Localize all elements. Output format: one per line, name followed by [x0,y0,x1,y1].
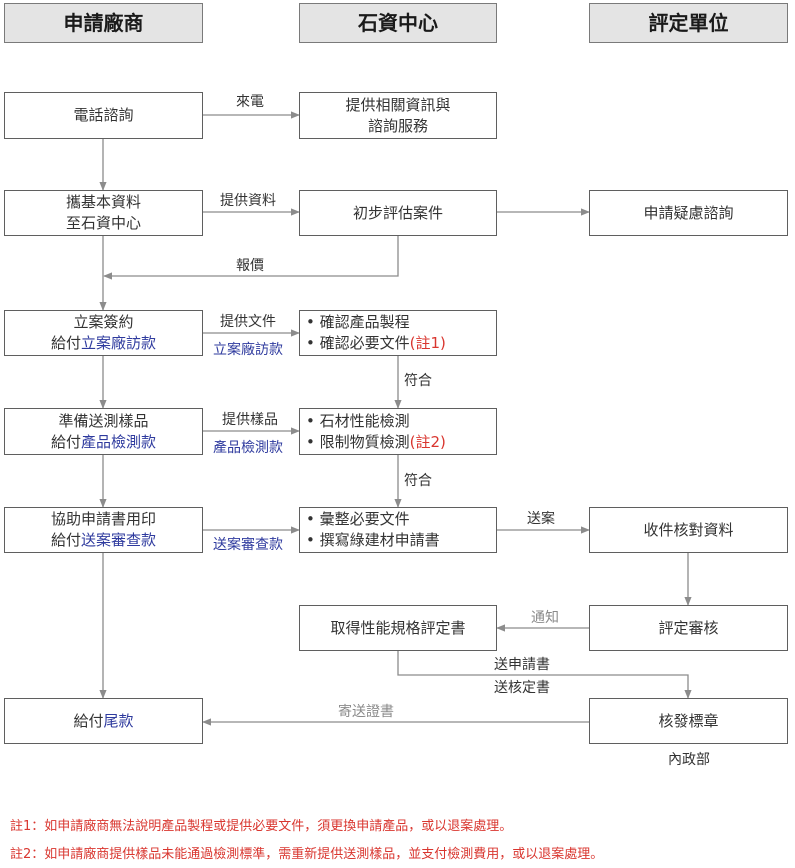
node-compile-docs: • 彙整必要文件 • 撰寫綠建材申請書 [299,507,497,553]
label-conform-1: 符合 [404,373,432,389]
header-center: 石資中心 [299,3,497,43]
label-conform-2: 符合 [404,473,432,489]
label-fee-test: 產品檢測款 [213,440,283,456]
node-receive-check: 收件核對資料 [589,507,788,553]
arrow-quote [103,236,399,280]
label-send-application: 送申請書 [494,657,550,673]
label-fee-review: 送案審查款 [213,537,283,553]
label-call-in: 來電 [236,94,264,110]
label-moi: 內政部 [668,752,710,768]
footnote-2: 註2：如申請廠商提供樣品未能通過檢測標準，需重新提供送測樣品，並支付檢測費用，或… [10,847,604,862]
node-assist-stamp: 協助申請書用印 給付送案審查款 [4,507,203,553]
node-initial-assess: 初步評估案件 [299,190,497,236]
node-sign-contract: 立案簽約 給付立案廠訪款 [4,310,203,356]
label-provide-data: 提供資料 [220,193,276,209]
header-applicant: 申請廠商 [4,3,203,43]
label-mail-cert: 寄送證書 [338,704,394,720]
node-issue-label: 核發標章 [589,698,788,744]
node-review: 評定審核 [589,605,788,651]
label-notify: 通知 [531,610,559,626]
node-apply-consult: 申請疑慮諮詢 [589,190,788,236]
node-prepare-sample: 準備送測樣品 給付產品檢測款 [4,408,203,455]
footnote-1: 註1：如申請廠商無法說明產品製程或提供必要文件，須更換申請產品，或以退案處理。 [10,819,513,834]
arrow-send-documents [397,651,692,699]
label-fee-visit: 立案廠訪款 [213,342,283,358]
node-testing: • 石材性能檢測 • 限制物質檢測(註2) [299,408,497,455]
node-bring-data: 攜基本資料 至石資中心 [4,190,203,236]
label-send-cert: 送核定書 [494,680,550,696]
label-submit: 送案 [527,511,555,527]
node-provide-info: 提供相關資訊與 諮詢服務 [299,92,497,139]
label-provide-sample: 提供樣品 [222,412,278,428]
node-confirm-docs: • 確認產品製程 • 確認必要文件(註1) [299,310,497,356]
label-quote: 報價 [236,258,264,274]
label-provide-docs: 提供文件 [220,314,276,330]
node-phone-consult: 電話諮詢 [4,92,203,139]
node-obtain-cert: 取得性能規格評定書 [299,605,497,651]
header-assessor: 評定單位 [589,3,788,43]
node-final-payment: 給付尾款 [4,698,203,744]
